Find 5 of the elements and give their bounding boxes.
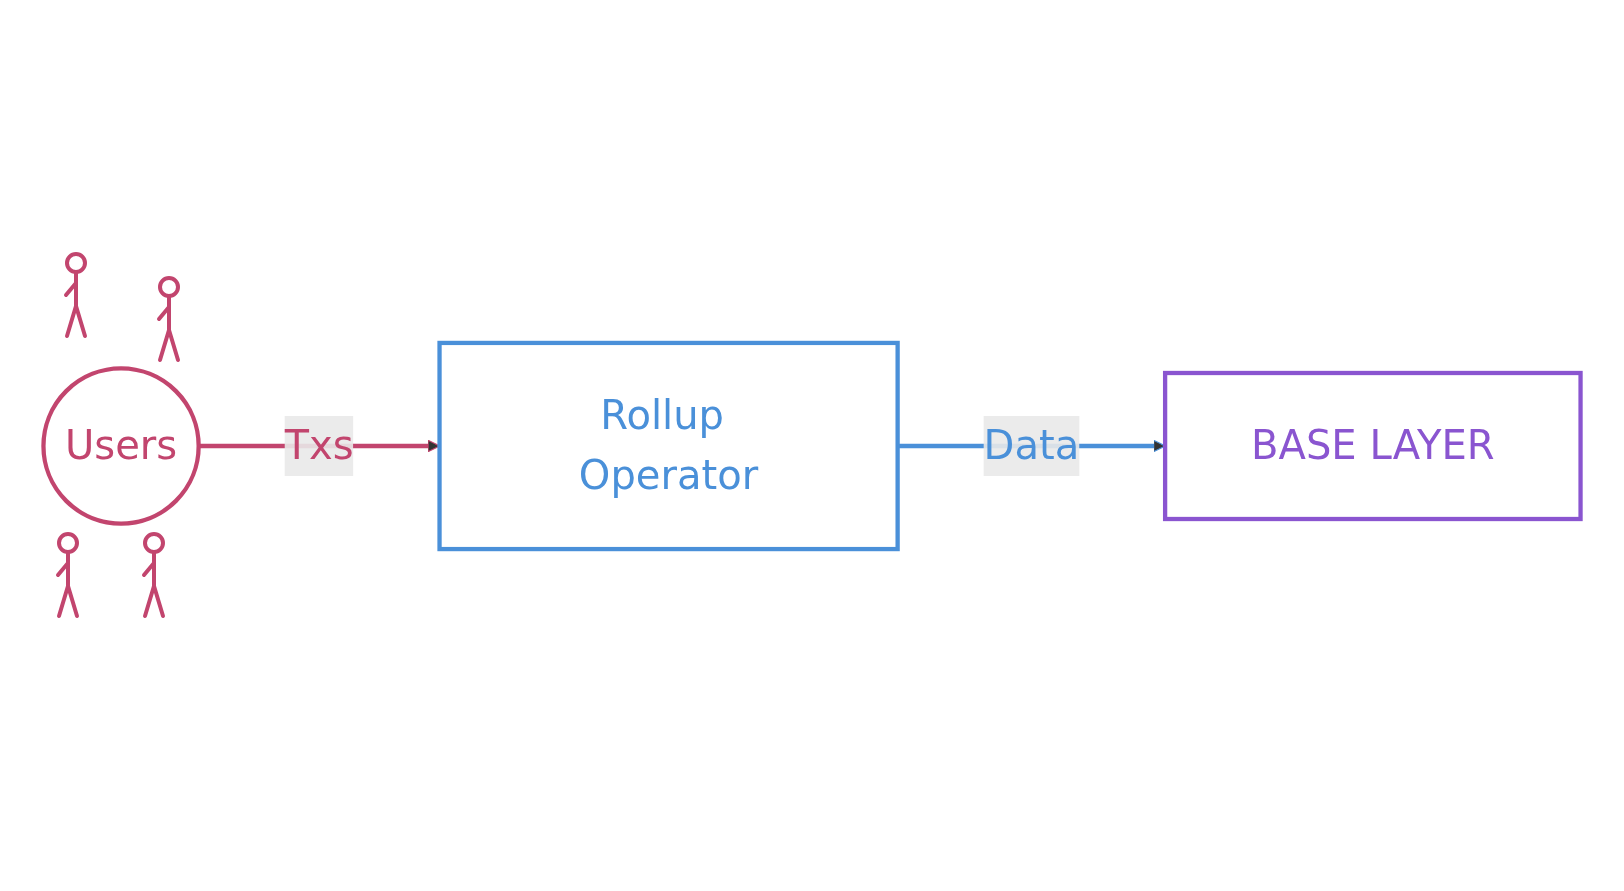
node-box: Rollup Operator <box>437 340 900 551</box>
node-circle: Users <box>41 365 201 526</box>
edge-label: Data <box>983 421 1080 469</box>
edge-label: Txs <box>284 421 354 469</box>
node-box: BASE LAYER <box>1162 370 1583 521</box>
